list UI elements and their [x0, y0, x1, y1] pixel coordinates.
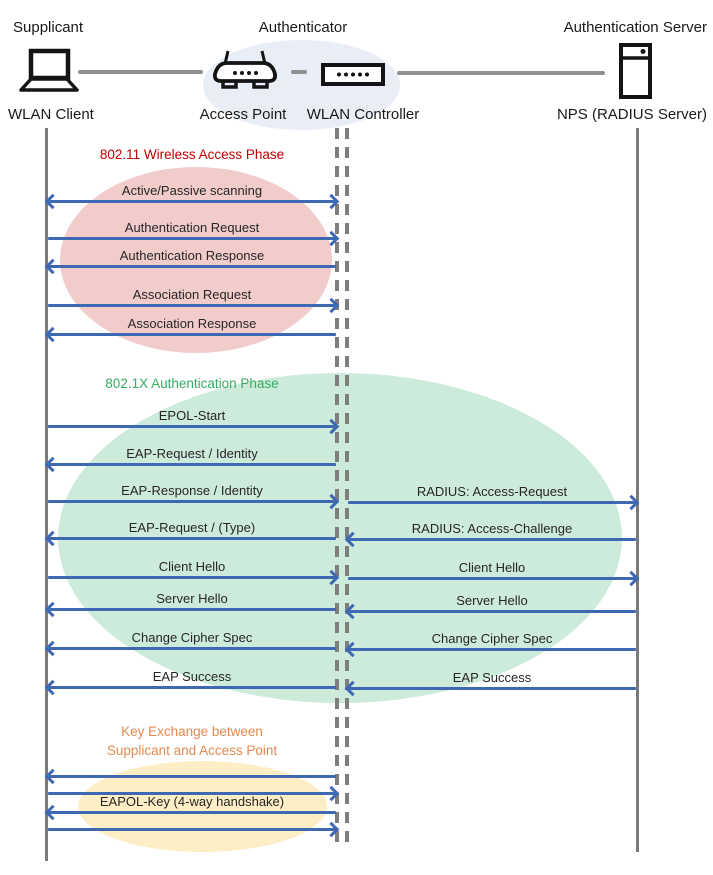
arrow-line	[48, 785, 340, 802]
msg-eapol-key-4	[48, 811, 340, 838]
message-label: Authentication Request	[124, 220, 260, 235]
arrow-line	[44, 804, 336, 821]
msg-epol-start: EPOL-Start	[48, 408, 340, 435]
link-controller-server	[397, 71, 605, 75]
arrow-line	[48, 493, 340, 510]
message-label: EAP-Response / Identity	[121, 483, 263, 498]
phase-title-key-exchange-line1: Key Exchange between	[121, 724, 263, 739]
message-label: Client Hello	[158, 559, 226, 574]
msg-authentication-request: Authentication Request	[48, 220, 340, 247]
msg-client-hello-left: Client Hello	[48, 559, 340, 586]
message-label: RADIUS: Access-Request	[416, 484, 568, 499]
arrow-line	[344, 531, 636, 548]
lifeline-authenticator-left-dash	[335, 128, 339, 850]
msg-eapol-key-4way-handshake: EAPOL-Key (4-way handshake)	[44, 794, 336, 821]
arrow-line	[348, 494, 640, 511]
msg-association-request: Association Request	[48, 287, 340, 314]
phase-title-key-exchange-line2: Supplicant and Access Point	[106, 743, 278, 758]
msg-server-hello-right: Server Hello	[344, 593, 636, 620]
msg-eap-success-left: EAP Success	[44, 669, 336, 696]
message-label: EAP Success	[152, 669, 232, 684]
arrow-line	[48, 569, 340, 586]
message-label: Server Hello	[156, 591, 228, 606]
msg-eap-request-type: EAP-Request / (Type)	[44, 520, 336, 547]
laptop-icon	[18, 48, 80, 94]
message-label	[48, 758, 336, 774]
message-label: Association Response	[127, 316, 257, 331]
message-label: Active/Passive scanning	[121, 183, 263, 198]
phase-ellipse-80211	[60, 167, 332, 353]
msg-radius-access-request: RADIUS: Access-Request	[348, 484, 640, 511]
message-label: EAP-Request / Identity	[126, 446, 258, 461]
msg-active-passive-scanning: Active/Passive scanning	[44, 183, 340, 210]
arrow-line	[44, 601, 336, 618]
controller-box-icon	[321, 63, 385, 86]
message-label: EPOL-Start	[158, 408, 226, 423]
msg-authentication-response: Authentication Response	[44, 248, 336, 275]
device-wlan-client: WLAN Client	[8, 106, 94, 123]
link-client-ap	[78, 70, 203, 74]
msg-radius-access-challenge: RADIUS: Access-Challenge	[344, 521, 636, 548]
msg-eap-request-identity: EAP-Request / Identity	[44, 446, 336, 473]
arrow-line	[44, 456, 336, 473]
message-label: Change Cipher Spec	[131, 630, 253, 645]
arrow-line	[48, 418, 340, 435]
message-label: RADIUS: Access-Challenge	[411, 521, 573, 536]
message-label: Server Hello	[456, 593, 528, 608]
message-label: Change Cipher Spec	[431, 631, 553, 646]
arrow-line	[48, 297, 340, 314]
message-label: Authentication Response	[119, 248, 265, 263]
arrow-line	[344, 680, 636, 697]
message-label: EAP-Request / (Type)	[128, 520, 256, 535]
message-label: Association Request	[132, 287, 252, 302]
arrow-line	[348, 570, 640, 587]
msg-client-hello-right: Client Hello	[348, 560, 640, 587]
arrow-line	[44, 326, 336, 343]
msg-server-hello-left: Server Hello	[44, 591, 336, 618]
link-ap-controller	[291, 70, 307, 74]
msg-eap-response-identity: EAP-Response / Identity	[48, 483, 340, 510]
arrow-line	[344, 641, 636, 658]
lifeline-auth-server	[636, 128, 639, 852]
phase-title-8021x: 802.1X Authentication Phase	[105, 376, 279, 391]
role-authenticator: Authenticator	[258, 19, 348, 36]
message-label: EAP Success	[452, 670, 532, 685]
phase-title-80211: 802.11 Wireless Access Phase	[99, 147, 285, 162]
arrow-line	[44, 640, 336, 657]
arrow-line	[48, 821, 340, 838]
message-label: EAPOL-Key (4-way handshake)	[99, 794, 285, 809]
message-label	[48, 811, 336, 827]
arrow-line	[44, 530, 336, 547]
msg-eapol-key-2	[48, 775, 340, 802]
device-wlan-controller: WLAN Controller	[306, 106, 420, 123]
lifeline-authenticator-right-dash	[345, 128, 349, 850]
msg-eapol-key-1	[44, 758, 336, 785]
arrow-line	[48, 230, 340, 247]
device-access-point: Access Point	[199, 106, 287, 123]
role-supplicant: Supplicant	[13, 19, 84, 36]
msg-eap-success-right: EAP Success	[344, 670, 636, 697]
message-label: Client Hello	[458, 560, 526, 575]
device-nps-radius-server: NPS (RADIUS Server)	[556, 106, 707, 123]
msg-change-cipher-spec-left: Change Cipher Spec	[44, 630, 336, 657]
arrow-line	[44, 258, 336, 275]
phase-title-key-exchange: Key Exchange between Supplicant and Acce…	[48, 722, 336, 760]
msg-association-response: Association Response	[44, 316, 336, 343]
server-icon	[619, 43, 652, 99]
msg-change-cipher-spec-right: Change Cipher Spec	[344, 631, 636, 658]
arrow-line	[344, 603, 636, 620]
arrow-line	[44, 679, 336, 696]
wireless-router-icon	[211, 50, 279, 90]
message-label	[48, 775, 336, 791]
arrow-line	[44, 768, 336, 785]
lifeline-supplicant	[45, 128, 48, 861]
role-authentication-server: Authentication Server	[563, 19, 707, 36]
arrow-line	[44, 193, 340, 210]
